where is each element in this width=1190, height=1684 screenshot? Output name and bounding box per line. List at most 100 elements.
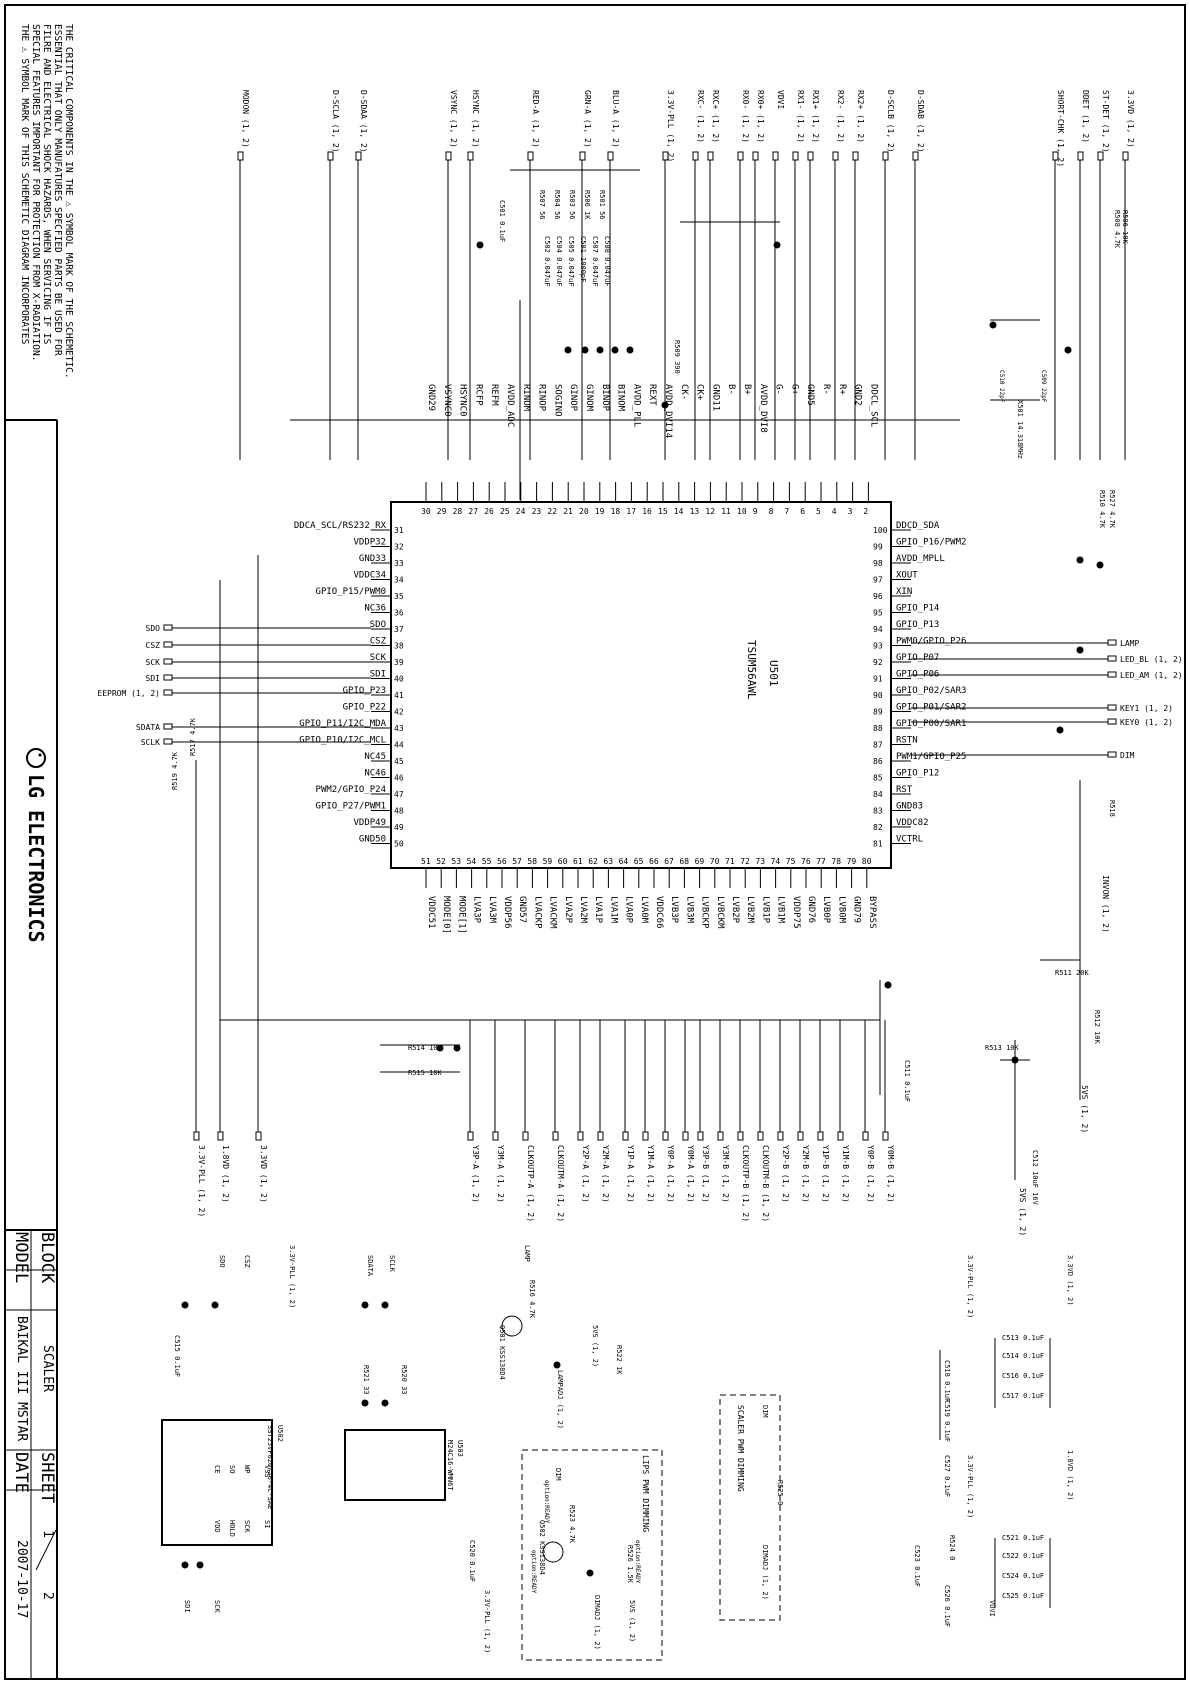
ic-pin-number: 5: [816, 507, 821, 516]
ic-pin-number: 44: [394, 741, 404, 750]
svg-text:VSS: VSS: [263, 1465, 271, 1478]
top-net-label: RX2+ (1, 2): [856, 90, 865, 143]
top-net-label: RXC- (1, 2): [696, 90, 705, 143]
svg-text:5VS (1, 2): 5VS (1, 2): [628, 1600, 636, 1642]
top-net-label: 3.3VD (1, 2): [1126, 90, 1135, 148]
left-net-label: SCK: [146, 658, 161, 667]
svg-text:C525 0.1uF: C525 0.1uF: [1002, 1592, 1044, 1600]
ic-pin-label: LVB0M: [836, 896, 846, 924]
junction-dot: [1076, 556, 1084, 564]
svg-text:C513 0.1uF: C513 0.1uF: [1002, 1334, 1044, 1342]
junction-dot: [1096, 561, 1104, 569]
ic-pin-label: B+: [742, 384, 752, 395]
svg-text:SI: SI: [263, 1520, 271, 1528]
ic-pin-number: 99: [873, 543, 883, 552]
port-icon: [467, 1131, 474, 1141]
svg-text:DIMADJ (1, 2): DIMADJ (1, 2): [593, 1595, 601, 1650]
svg-text:option:READY: option:READY: [530, 1550, 537, 1594]
port-icon: [1097, 151, 1104, 161]
top-net-label: D-SDAA (1, 2): [359, 90, 368, 153]
ic-pin-number: 16: [642, 507, 652, 516]
bottom-net-label: Y0P-A (1, 2): [666, 1145, 675, 1203]
ic-pin-number: 73: [755, 857, 765, 866]
ic-pin-number: 68: [679, 857, 689, 866]
svg-text:C519 0.1uF: C519 0.1uF: [943, 1400, 951, 1442]
ic-pin-label: GPIO_P16/PWM2: [896, 538, 966, 548]
right-net-label: KEY1 (1, 2): [1120, 704, 1173, 713]
port-icon: [577, 1131, 584, 1141]
svg-text:R519 4.7K: R519 4.7K: [171, 751, 179, 790]
ic-pin-label: AVDD_PLL: [631, 384, 641, 427]
ic-pin-number: 22: [547, 507, 557, 516]
port-icon: [579, 151, 586, 161]
svg-text:3.3V-PLL (1, 2): 3.3V-PLL (1, 2): [966, 1255, 974, 1318]
ic-pin-label: DDCD_SDA: [896, 521, 940, 531]
transistor-icon: [501, 1315, 523, 1337]
date-label: DATE: [11, 1452, 31, 1493]
ic-pin-label: GND33: [359, 554, 386, 564]
ic-pin-label: DDCL_SCL: [868, 384, 878, 427]
right-net-label: INVON (1, 2): [1101, 875, 1110, 933]
junction-dot: [453, 1044, 461, 1052]
right-net-label: LED_BL (1, 2): [1120, 655, 1183, 664]
junction-dot: [436, 1044, 444, 1052]
port-icon: [682, 1131, 689, 1141]
ic-pin-number: 18: [611, 507, 621, 516]
ic-pin-label: XOUT: [896, 571, 918, 581]
ic-pins-right: DDCD_SDA100GPIO_P16/PWM299AVDD_MPLL98XOU…: [873, 521, 966, 849]
svg-text:C520 0.1uF: C520 0.1uF: [468, 1540, 476, 1582]
junction-dot: [381, 1301, 389, 1309]
bottom-net-label: Y0M-A (1, 2): [686, 1145, 695, 1203]
port-icon: [163, 641, 173, 648]
port-icon: [163, 723, 173, 730]
top-net-label: RXC+ (1, 2): [711, 90, 720, 143]
svg-text:C526 0.1uF: C526 0.1uF: [943, 1585, 951, 1627]
ic-pin-number: 49: [394, 823, 404, 832]
port-icon: [837, 1131, 844, 1141]
ic-pin-label: DDCA_SCL/RS232_RX: [294, 521, 387, 531]
ic-pin-number: 19: [595, 507, 605, 516]
junction-dot: [581, 346, 589, 354]
svg-text:SDI: SDI: [183, 1600, 191, 1613]
ic-pin-number: 70: [710, 857, 720, 866]
svg-text:R526 1.5K: R526 1.5K: [626, 1545, 634, 1584]
ic-pin-label: VDDP56: [502, 896, 512, 929]
bottom-net-label: Y1P-B (1, 2): [821, 1145, 830, 1203]
ic-pin-number: 57: [512, 857, 522, 866]
bottom-net-label: Y1P-A (1, 2): [626, 1145, 635, 1203]
svg-text:R506 1K: R506 1K: [583, 190, 591, 220]
junction-dot: [596, 346, 604, 354]
svg-text:SO: SO: [228, 1465, 236, 1473]
ic-pin-label: GPIO_P13: [896, 620, 939, 630]
ic-pin-number: 2: [863, 507, 868, 516]
ic-pin-label: GPIO_P12: [896, 769, 939, 779]
junction-dot: [564, 346, 572, 354]
bottom-net-label: Y1M-B (1, 2): [841, 1145, 850, 1203]
ic-pin-number: 42: [394, 708, 404, 717]
ic-pin-number: 51: [421, 857, 431, 866]
ic-pin-label: VDDC66: [654, 896, 664, 929]
ic-pin-number: 7: [784, 507, 789, 516]
ic-pin-number: 34: [394, 576, 404, 585]
svg-text:C522 0.1uF: C522 0.1uF: [1002, 1552, 1044, 1560]
u502-flash: U502 SST25VF020-20-4C-SAE VSS WP SO CE S…: [161, 1245, 296, 1613]
ic-pin-number: 6: [800, 507, 805, 516]
svg-text:VDVI: VDVI: [988, 1600, 996, 1617]
ic-pin-label: MODE[1]: [456, 896, 466, 934]
right-net-label: LED_AM (1, 2): [1120, 671, 1183, 680]
junction-dot: [1011, 1056, 1019, 1064]
ic-pin-number: 29: [437, 507, 447, 516]
ic-pin-number: 24: [516, 507, 526, 516]
svg-text:R522 1K: R522 1K: [615, 1345, 623, 1375]
scaler-pwm-dimming: SCALER PWM DIMMING DIM DIMADJ (1, 2) R52…: [719, 1394, 784, 1621]
ic-pin-label: GND83: [896, 802, 923, 812]
ic-pin-number: 96: [873, 592, 883, 601]
ic-pin-label: LVA0P: [624, 896, 634, 924]
port-icon: [1107, 704, 1117, 711]
ic-pin-number: 60: [558, 857, 568, 866]
junction-dot: [381, 1399, 389, 1407]
ic-pin-number: 26: [484, 507, 494, 516]
svg-text:X501 14.318MHz: X501 14.318MHz: [1016, 400, 1024, 459]
svg-text:R513 10K: R513 10K: [985, 1044, 1020, 1052]
ic-pin-label: LVA1P: [593, 896, 603, 924]
